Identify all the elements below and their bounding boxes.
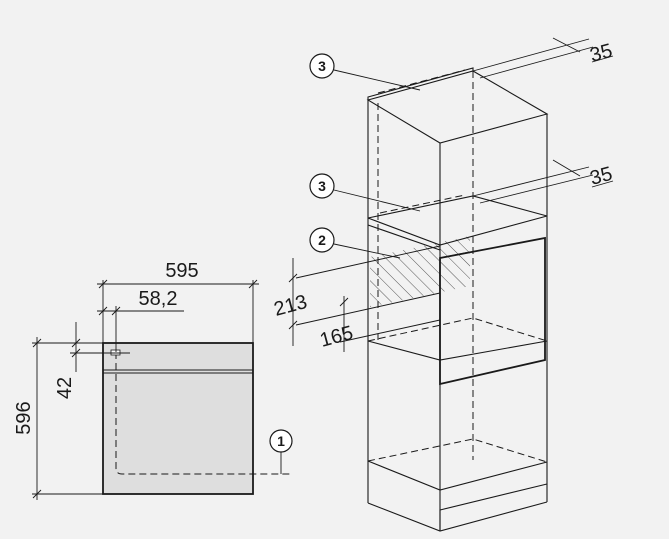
offset-tick-left bbox=[98, 306, 108, 316]
height-tick-top bbox=[32, 338, 42, 348]
depth-top-label-line bbox=[591, 55, 614, 63]
top-offset-tick-top bbox=[71, 338, 81, 348]
top-offset-label: 42 bbox=[54, 377, 76, 399]
ventilation-opening-hatched bbox=[370, 236, 470, 307]
callout-2-number: 2 bbox=[318, 232, 326, 248]
mid-shelf-back bbox=[367, 195, 548, 219]
height-tick-bottom bbox=[32, 489, 42, 499]
width-tick-left bbox=[98, 279, 108, 289]
vent-tick-top bbox=[288, 273, 298, 283]
callout-3-top-circle bbox=[309, 53, 335, 79]
callout-3-mid-leader bbox=[333, 189, 421, 212]
connector-box bbox=[110, 349, 121, 356]
bottom-shelf-back bbox=[367, 438, 548, 463]
callout-3-top-number: 3 bbox=[318, 58, 326, 74]
callout-3-top-leader bbox=[333, 69, 421, 91]
mid-shelf-front bbox=[367, 215, 548, 246]
mid-shelf-edge bbox=[367, 224, 441, 251]
vent-height-label: 213 bbox=[272, 291, 310, 321]
depth-mid-ext-1 bbox=[472, 166, 590, 197]
callout-3-mid-circle bbox=[309, 173, 335, 199]
front-view: 595 58,2 596 42 1 bbox=[13, 260, 293, 500]
offset-dim-tick bbox=[339, 297, 349, 307]
depth-mid-dim-line bbox=[552, 159, 581, 177]
top-slat-edge bbox=[367, 67, 474, 100]
width-tick-right bbox=[248, 279, 258, 289]
depth-top-ext-2 bbox=[479, 46, 594, 79]
depth-mid-ext-2 bbox=[479, 174, 594, 204]
plinth-shelf bbox=[439, 483, 548, 531]
offset-tick-right bbox=[111, 306, 121, 316]
bottom-shelf bbox=[367, 460, 548, 491]
vent-ext-bottom bbox=[295, 292, 441, 326]
top-slat-detail bbox=[377, 69, 466, 94]
mid-slat-detail bbox=[379, 194, 466, 214]
lower-shelf-front bbox=[367, 340, 548, 361]
plinth-front bbox=[367, 501, 548, 532]
cable-path-dashed bbox=[115, 352, 292, 475]
callout-1-number: 1 bbox=[277, 433, 285, 449]
height-label: 596 bbox=[13, 401, 35, 434]
appliance-niche-frame bbox=[439, 236, 546, 386]
top-offset-tick-bottom bbox=[71, 348, 81, 358]
depth-mid-label-line bbox=[591, 180, 614, 188]
offset-label: 58,2 bbox=[139, 288, 178, 310]
vent-ext-top bbox=[295, 245, 441, 279]
vent-offset-label: 165 bbox=[318, 322, 356, 352]
depth-top-label: 35 bbox=[588, 40, 615, 67]
width-label: 595 bbox=[165, 260, 198, 282]
appliance-front-panel bbox=[102, 342, 254, 495]
depth-top-dim-line bbox=[552, 37, 581, 53]
offset-ext-line bbox=[339, 319, 441, 343]
depth-mid-label: 35 bbox=[588, 163, 615, 190]
cabinet-top-panel bbox=[366, 70, 549, 144]
cabinet-view: 35 35 213 165 3 3 2 bbox=[272, 37, 615, 532]
vent-tick-bottom bbox=[288, 320, 298, 330]
callout-2-circle bbox=[309, 227, 335, 253]
depth-top-ext-1 bbox=[472, 38, 590, 72]
callout-1-circle bbox=[269, 429, 293, 453]
callout-2-leader bbox=[333, 243, 401, 259]
lower-shelf-back bbox=[367, 317, 548, 342]
callout-3-mid-number: 3 bbox=[318, 178, 326, 194]
niche-top-join bbox=[439, 251, 471, 259]
